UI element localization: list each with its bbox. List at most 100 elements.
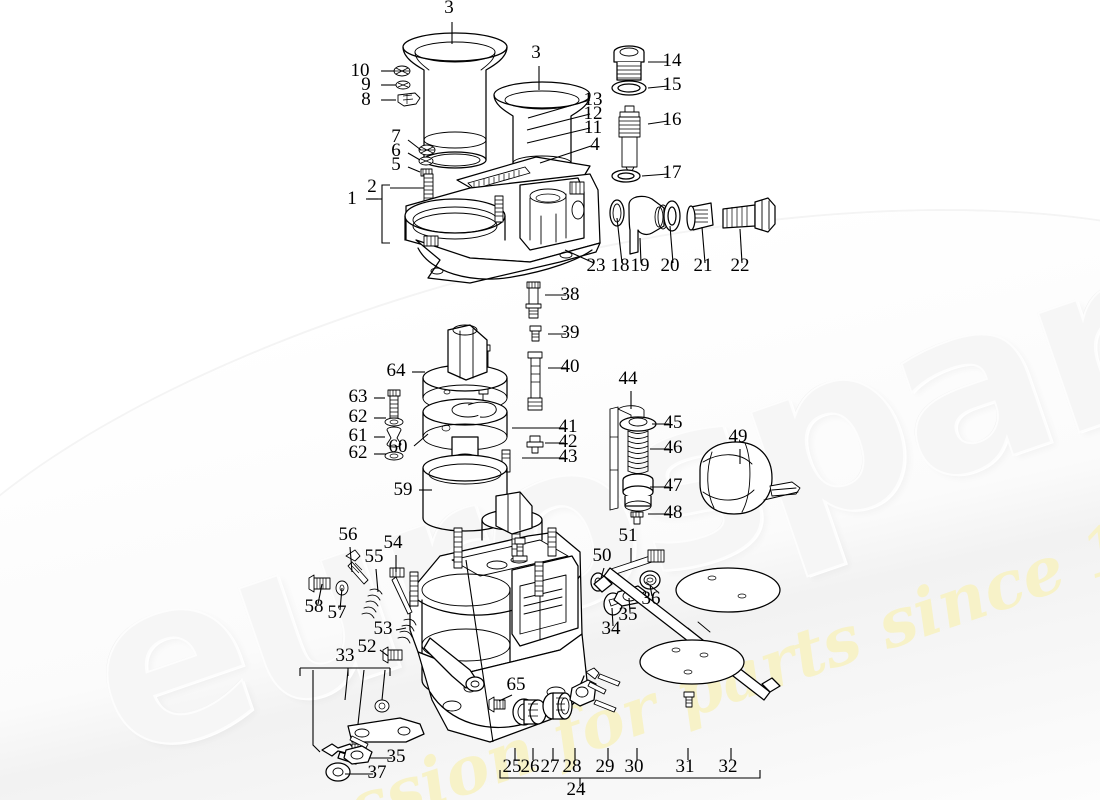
fastener-group-61-63 [385,390,403,460]
callout-leader-12 [527,114,590,130]
callout-leader-20 [670,226,673,263]
callout-leader-5 [408,167,420,172]
callout-62a: 62 [349,406,387,427]
callout-number-15: 15 [663,74,682,95]
callout-number-20: 20 [661,255,680,276]
spring-55 [362,589,382,618]
callout-30: 30 [625,748,644,777]
spring-53 [398,619,416,643]
callout-number-4: 4 [590,134,600,155]
callout-leader-21 [702,227,705,263]
callout-number-6: 6 [391,140,401,161]
coil-spring-46 [628,431,648,474]
callout-number-1: 1 [347,188,357,209]
callout-number-40: 40 [561,356,580,377]
carburetor-upper-body-1 [405,174,600,283]
callout-leader-56 [350,547,352,572]
callout-58: 58 [305,584,324,617]
callout-50: 50 [593,545,612,578]
callout-number-28: 28 [563,756,582,777]
leader-to-body [466,560,493,742]
callout-36: 36 [642,585,661,609]
callout-17: 17 [642,162,682,183]
callout-59: 59 [394,479,433,500]
callout-leader-17 [642,174,668,176]
callout-leader-7 [408,140,421,150]
washer-17 [612,170,640,182]
callout-number-35b: 35 [619,604,638,625]
callout-leader-15 [648,86,668,88]
callout-38: 38 [545,284,580,305]
callout-number-39: 39 [561,322,580,343]
callout-60: 60 [389,434,429,457]
callout-41: 41 [512,416,578,437]
callout-number-36: 36 [642,588,661,609]
callout-28: 28 [563,748,582,777]
callout-leader-35b [629,598,630,612]
callout-11: 11 [527,117,602,143]
callout-number-19: 19 [631,255,650,276]
callout-19: 19 [631,238,650,276]
callout-leader-57 [340,588,342,610]
bushing-group-25-29 [489,668,620,725]
callout-leader-6 [408,153,420,160]
linkage-group-33 [313,670,424,781]
callout-number-41: 41 [559,416,578,437]
callout-number-56: 56 [339,524,358,545]
plug-14 [614,46,644,80]
callout-13: 13 [528,89,603,118]
float-49 [700,442,800,514]
callout-leader-36 [650,585,652,596]
float-chamber-59 [423,455,507,531]
callout-51: 51 [619,525,638,562]
callout-number-32: 32 [719,756,738,777]
callout-63: 63 [349,386,386,407]
callout-number-8: 8 [361,89,371,110]
callout-number-22: 22 [731,255,750,276]
callout-33: 33 [336,645,355,676]
callout-5: 5 [391,154,420,175]
callout-number-46: 46 [664,437,683,458]
callout-25: 25 [503,748,522,777]
callout-49: 49 [729,426,748,464]
jet-38 [526,282,541,318]
callout-3b: 3 [531,42,541,90]
callout-number-49: 49 [729,426,748,447]
callout-8: 8 [361,89,396,110]
callout-45: 45 [652,412,683,433]
callout-37: 37 [345,762,387,783]
callout-number-55: 55 [365,546,384,567]
callout-31: 31 [676,748,695,777]
screw-31 [684,692,694,707]
callout-number-5: 5 [391,154,401,175]
callout-54: 54 [384,532,404,572]
callout-number-62a: 62 [349,406,368,427]
callout-leader-22 [740,229,742,263]
washer-15 [612,81,646,95]
callout-number-31: 31 [676,756,695,777]
callout-53: 53 [374,618,407,639]
callout-1: 1 [347,188,378,209]
callout-number-18: 18 [611,255,630,276]
callout-40: 40 [548,356,580,377]
callout-number-54: 54 [384,532,404,553]
callout-number-23: 23 [587,255,606,276]
callout-23: 23 [565,250,606,276]
jet-39 [530,326,541,341]
callout-18: 18 [611,218,630,276]
callout-29: 29 [596,748,615,777]
callout-21: 21 [694,227,713,276]
callout-leader-11 [527,128,590,143]
callout-leader-13 [528,100,590,118]
callout-7: 7 [391,126,421,150]
callout-number-60: 60 [389,436,408,457]
butterfly-valve-32a [676,568,780,612]
callout-leader-53 [396,628,406,630]
callout-number-50: 50 [593,545,612,566]
callout-leader-50 [601,568,604,578]
callout-number-12: 12 [584,103,603,124]
callout-leader-58 [318,584,322,604]
callout-number-47: 47 [664,475,683,496]
callout-number-58: 58 [305,596,324,617]
callout-number-9: 9 [361,74,371,95]
